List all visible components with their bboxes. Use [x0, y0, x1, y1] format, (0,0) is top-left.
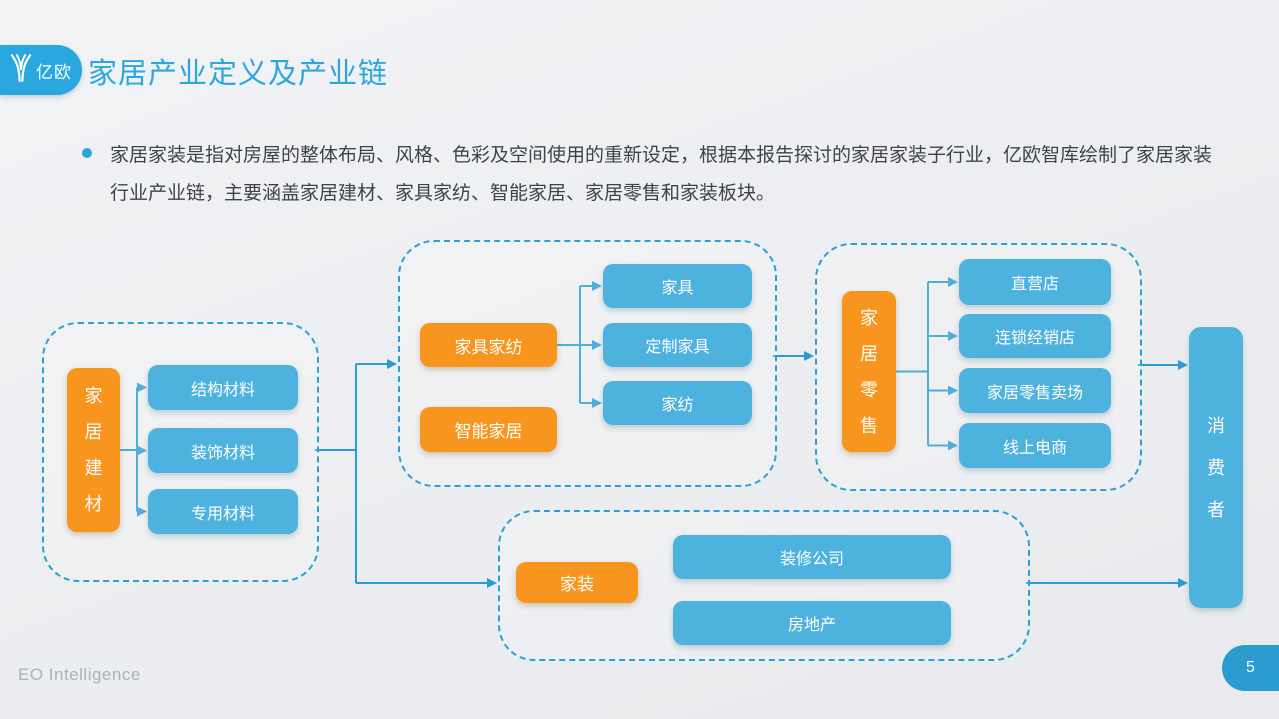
node-special-materials: 专用材料: [148, 489, 298, 534]
node-label: 家居建材: [84, 386, 103, 514]
intro-line-1: 家居家装是指对房屋的整体布局、风格、色彩及空间使用的重新设定，根据本报告探讨的家…: [110, 145, 1213, 166]
node-chain-dealer: 连锁经销店: [959, 314, 1111, 358]
node-direct-store: 直营店: [959, 259, 1111, 305]
node-custom-furniture: 定制家具: [603, 323, 752, 367]
eo-logo: 亿欧: [0, 45, 82, 95]
node-smart-home: 智能家居: [420, 407, 557, 452]
node-consumer: 消费者: [1189, 327, 1243, 608]
node-real-estate: 房地产: [673, 601, 951, 645]
node-furniture: 家具: [603, 264, 752, 308]
bullet-dot: [82, 148, 92, 158]
intro-line-2: 行业产业链，主要涵盖家居建材、家具家纺、智能家居、家居零售和家装板块。: [110, 183, 776, 204]
node-decorative-materials: 装饰材料: [148, 428, 298, 473]
page-number-badge: 5: [1222, 645, 1279, 691]
node-building-materials: 家居建材: [67, 368, 120, 532]
node-label: 消费者: [1207, 415, 1225, 520]
eo-logo-icon: [10, 53, 32, 88]
eo-logo-text: 亿欧: [36, 62, 72, 82]
page-title: 家居产业定义及产业链: [88, 58, 389, 90]
node-online-ecommerce: 线上电商: [959, 423, 1111, 468]
node-furniture-textile: 家具家纺: [420, 323, 557, 367]
node-retail-mall: 家居零售卖场: [959, 368, 1111, 413]
node-decoration-company: 装修公司: [673, 535, 951, 579]
node-label: 家居零售: [860, 307, 878, 436]
node-home-textile: 家纺: [603, 381, 752, 425]
intro-paragraph: 家居家装是指对房屋的整体布局、风格、色彩及空间使用的重新设定，根据本报告探讨的家…: [110, 137, 1230, 213]
node-structural-materials: 结构材料: [148, 365, 298, 410]
node-home-retail: 家居零售: [842, 291, 896, 452]
node-home-decoration: 家装: [516, 562, 638, 603]
page-number: 5: [1246, 659, 1255, 676]
footer-brand: EO Intelligence: [18, 665, 141, 684]
